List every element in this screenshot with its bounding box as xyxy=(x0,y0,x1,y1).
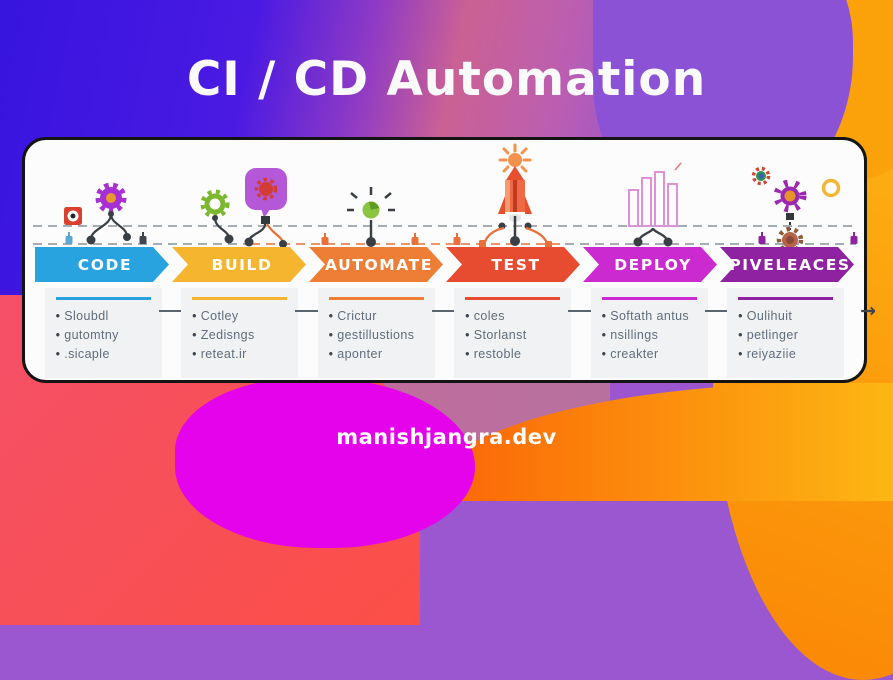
card-connector-dash xyxy=(158,310,185,312)
list-item: Zedisngs xyxy=(192,326,287,345)
footer-website: manishjangra.dev xyxy=(336,425,557,449)
card-connector-dash xyxy=(431,310,458,312)
build-connector xyxy=(212,215,234,244)
stage-list-code: Sloubdl gutomtny .sicaple xyxy=(44,288,162,378)
stage-arrow-test: TEST xyxy=(446,247,580,282)
stage-arrows-row: CODE BUILD AUTOMATE TEST DEPLOY PIVELEAC… xyxy=(35,247,854,282)
list-item: .sicaple xyxy=(56,345,151,364)
burst-connector-dot xyxy=(366,237,376,247)
bubble-connector xyxy=(244,223,287,248)
list-item: Cotley xyxy=(192,307,287,326)
plug-icon xyxy=(321,233,329,245)
stage-cell-piveleaces: Oulihuit petlinger reiyaziie → xyxy=(718,288,876,378)
stage-arrow-build: BUILD xyxy=(172,247,306,282)
deploy-connector xyxy=(633,227,673,247)
burst-icon xyxy=(347,187,395,219)
list-item: reiyaziie xyxy=(738,345,833,364)
list-rule xyxy=(738,297,834,300)
stage-label: TEST xyxy=(491,255,541,274)
stage-cell-deploy: Softath antus nsillings creakter xyxy=(581,288,731,378)
stage-cell-test: coles Storlanst restoble xyxy=(445,288,594,378)
stage-list-piveleaces: Oulihuit petlinger reiyaziie xyxy=(727,288,845,378)
stage-arrow-code: CODE xyxy=(35,247,169,282)
page-title: CI / CD Automation xyxy=(186,52,707,107)
stage-arrow-automate: AUTOMATE xyxy=(309,247,443,282)
target-icon xyxy=(64,207,82,225)
stage-list-build: Cotley Zedisngs reteat.ir xyxy=(181,288,299,378)
purple-gear-icon xyxy=(95,182,127,214)
stage-label: PIVELEACES xyxy=(729,255,851,274)
list-item: coles xyxy=(465,307,560,326)
green-gear-icon xyxy=(200,189,230,219)
mini-gear-icon xyxy=(751,166,771,186)
spiky-gear-icon xyxy=(773,179,807,213)
plug-icon xyxy=(453,233,461,245)
stage-label: DEPLOY xyxy=(614,255,692,274)
list-rule xyxy=(328,297,424,300)
plug-icon xyxy=(65,232,73,244)
list-item: Oulihuit xyxy=(738,307,833,326)
card-connector-dash xyxy=(295,310,321,312)
list-item: reteat.ir xyxy=(192,345,287,364)
pipeline-card: CODE BUILD AUTOMATE TEST DEPLOY PIVELEAC… xyxy=(22,137,876,383)
list-item: gestillustions xyxy=(329,326,424,345)
plug-icon xyxy=(139,232,147,244)
release-connector xyxy=(786,213,794,230)
rocket-flame-burst xyxy=(498,143,532,173)
list-item: Softath antus xyxy=(602,307,697,326)
list-rule xyxy=(465,297,561,300)
brown-gear-icon xyxy=(776,226,804,254)
pipeline-end-arrow-icon: → xyxy=(860,300,876,322)
chat-bubble-gear-icon xyxy=(245,168,287,224)
stage-arrow-piveleaces: PIVELEACES xyxy=(720,247,854,282)
stage-cell-code: Sloubdl gutomtny .sicaple xyxy=(35,288,185,378)
list-item: Crictur xyxy=(329,307,424,326)
list-rule xyxy=(55,297,151,300)
list-item: Sloubdl xyxy=(56,307,151,326)
stage-label: AUTOMATE xyxy=(324,255,434,274)
plug-icon xyxy=(758,232,766,244)
rocket-icon xyxy=(479,143,552,250)
bar-chart-icon xyxy=(628,162,682,227)
list-item: nsillings xyxy=(602,326,697,345)
list-item: restoble xyxy=(465,345,560,364)
stage-cards-row: Sloubdl gutomtny .sicaple Cotley Zedisng… xyxy=(35,288,876,378)
list-item: creakter xyxy=(602,345,697,364)
card-connector-dash xyxy=(568,310,594,312)
stage-list-deploy: Softath antus nsillings creakter xyxy=(590,288,708,378)
pipeline-decorations xyxy=(33,143,858,254)
stage-label: BUILD xyxy=(211,255,273,274)
plug-icon xyxy=(411,233,419,245)
stage-list-automate: Crictur gestillustions aponter xyxy=(317,288,435,378)
list-item: gutomtny xyxy=(56,326,151,345)
list-item: petlinger xyxy=(738,326,833,345)
stage-cell-build: Cotley Zedisngs reteat.ir xyxy=(172,288,321,378)
list-item: Storlanst xyxy=(465,326,560,345)
list-rule xyxy=(192,297,288,300)
plug-icon xyxy=(850,232,858,244)
code-connector xyxy=(86,211,131,245)
stage-label: CODE xyxy=(77,255,133,274)
ring-icon xyxy=(821,178,841,198)
stage-arrow-deploy: DEPLOY xyxy=(583,247,717,282)
stage-list-test: coles Storlanst restoble xyxy=(454,288,572,378)
list-rule xyxy=(601,297,697,300)
stage-cell-automate: Crictur gestillustions aponter xyxy=(308,288,458,378)
list-item: aponter xyxy=(329,345,424,364)
card-connector-dash xyxy=(704,310,731,312)
